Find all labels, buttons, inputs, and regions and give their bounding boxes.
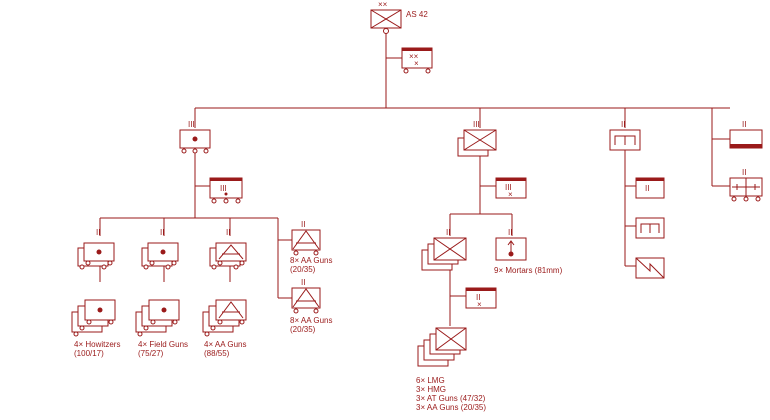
field-guns-label-line2: (75/27) [138,349,164,358]
division-echelon-mark: ×× [378,0,388,9]
svg-text:×: × [508,190,513,199]
aa-guns-20b-label-line1: 8× AA Guns [290,316,332,325]
infantry-battalion-symbol: II [421,228,467,271]
svg-text:××: ×× [409,52,419,61]
svg-text:II: II [160,228,164,237]
aa-guns-20b-label-line2: (20/35) [290,325,316,334]
svg-text:III: III [505,183,512,192]
svg-text:III: III [220,184,227,193]
aa-20-battery-b-symbol: II [291,278,321,314]
svg-text:II: II [446,228,450,237]
signal-battalion-symbol: II [729,120,763,149]
aa-guns-label: 3× AA Guns (20/35) [416,403,486,412]
infantry-regiment-symbol: III [457,120,497,157]
aa-guns-88-label-line2: (88/55) [204,349,230,358]
aa-guns-20a-label-line2: (20/35) [290,265,316,274]
aa-battalion-symbol: II [209,228,247,270]
infantry-company-symbol [417,327,467,367]
svg-text:II: II [742,168,746,177]
infantry-battalion-hq-symbol: II × [465,287,497,309]
artillery-regiment-symbol: III [179,120,211,154]
field-gun-battery-symbol [135,299,180,337]
svg-text:II: II [301,220,305,229]
signal-hq-symbol: II [729,168,763,202]
connector-lines [99,30,730,326]
field-gun-battalion-symbol: II [141,228,179,270]
howitzers-label-line2: (100/17) [74,349,104,358]
aa-guns-88-label-line1: 4× AA Guns [204,340,246,349]
howitzer-battalion-symbol: II [77,228,115,270]
svg-text:II: II [226,228,230,237]
division-designation: AS 42 [406,10,428,19]
engineer-company-symbol [635,217,665,239]
aa-88-battery-symbol [202,299,247,337]
infantry-hq-company-symbol: III × [495,177,527,199]
lmg-label: 6× LMG [416,376,445,385]
svg-text:II: II [742,120,746,129]
division-hq-company-symbol: ×× × [401,47,433,74]
svg-text:III: III [188,120,195,129]
svg-text:II: II [96,228,100,237]
svg-text:×: × [414,59,419,68]
field-guns-label-line1: 4× Field Guns [138,340,188,349]
svg-text:II: II [476,293,480,302]
engineer-battalion-symbol: II [609,120,641,151]
artillery-hq-battery-symbol: III [209,177,243,204]
howitzers-label-line1: 4× Howitzers [74,340,120,349]
mortar-company-symbol: II [495,228,527,261]
engineer-hq-symbol: II [635,177,665,199]
svg-text:×: × [477,300,482,309]
svg-text:II: II [301,278,305,287]
svg-text:III: III [473,120,480,129]
signal-company-symbol [635,257,665,279]
howitzer-battery-symbol [71,299,116,337]
svg-text:II: II [508,228,512,237]
hmg-label: 3× HMG [416,385,446,394]
mortars-label: 9× Mortars (81mm) [494,266,563,275]
aa-guns-20a-label-line1: 8× AA Guns [290,256,332,265]
aa-20-battery-a-symbol: II [291,220,321,256]
svg-text:II: II [645,184,649,193]
svg-text:II: II [621,120,625,129]
division-hq-symbol: ×× [370,0,402,34]
at-guns-label: 3× AT Guns (47/32) [416,394,486,403]
